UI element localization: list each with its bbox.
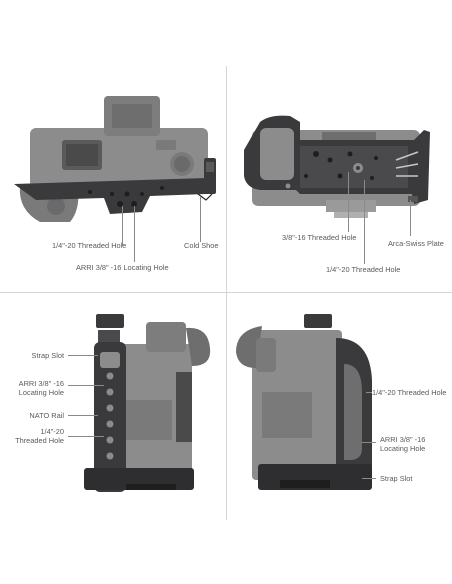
callout-line-14-threaded — [364, 180, 365, 264]
label-strap-slot: Strap Slot — [31, 351, 64, 360]
camera-cage-side-view-left — [84, 314, 211, 492]
callout-line-strap-slot — [362, 478, 376, 479]
label-arri-locating-hole: ARRI 3/8" -16 Locating Hole — [380, 435, 426, 453]
horizontal-divider — [0, 292, 452, 293]
callout-line-threaded — [366, 392, 372, 393]
label-threaded-hole: 1/4"-20 Threaded Hole — [15, 427, 64, 445]
callout-line-strap-slot — [68, 355, 98, 356]
callout-line-arri — [134, 206, 135, 262]
label-cold-shoe: Cold Shoe — [184, 241, 219, 250]
callout-line-cold-shoe — [200, 196, 201, 242]
callout-line-arri — [362, 442, 376, 443]
label-threaded-hole: 1/4"-20 Threaded Hole — [52, 241, 127, 250]
label-strap-slot: Strap Slot — [380, 474, 413, 483]
label-arca-swiss-plate: Arca-Swiss Plate — [388, 239, 444, 248]
callout-line-arri — [68, 385, 104, 386]
label-threaded-hole: 1/4"-20 Threaded Hole — [372, 388, 447, 397]
vertical-divider — [226, 66, 227, 520]
callout-line-38-threaded — [348, 172, 349, 232]
callout-line-threaded — [68, 436, 104, 437]
camera-cage-bottom-view — [244, 115, 430, 218]
label-14-threaded-hole: 1/4"-20 Threaded Hole — [326, 265, 401, 274]
label-nato-rail: NATO Rail — [29, 411, 64, 420]
label-arri-locating-hole: ARRI 3/8" -16 Locating Hole — [18, 379, 64, 397]
callout-line-threaded-hole — [122, 206, 123, 246]
label-38-threaded-hole: 3/8"-16 Threaded Hole — [282, 233, 357, 242]
callout-line-nato — [68, 415, 98, 416]
label-arri-locating-hole: ARRI 3/8" -16 Locating Hole — [76, 263, 169, 272]
camera-cage-top-view — [14, 96, 216, 222]
callout-line-arca — [410, 200, 411, 236]
